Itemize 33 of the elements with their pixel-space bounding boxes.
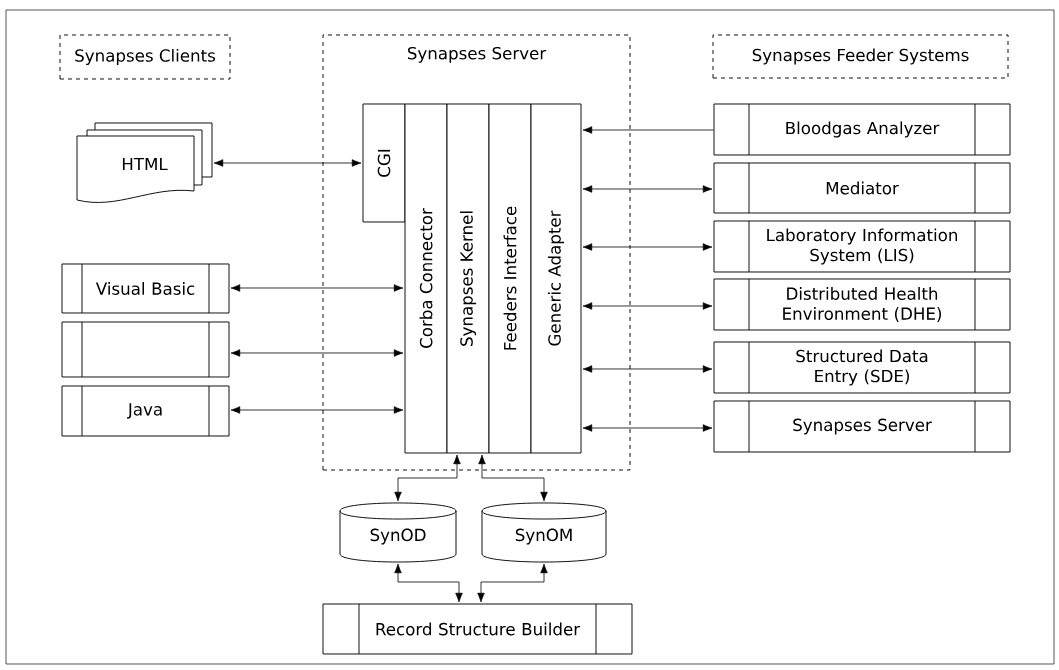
layer-column: Feeders Interface [488,103,532,454]
module-box: Structured Data Entry (SDE) [713,341,1011,394]
arrow [582,302,713,310]
arrow [477,563,548,603]
arrow [394,563,463,603]
arrow [230,284,404,292]
arrow [478,454,548,502]
module-box: Record Structure Builder [322,603,633,655]
module-box: Mediator [713,162,1011,214]
database-cylinder: SynOD [339,502,457,563]
arrow [582,243,713,251]
module-box: Visual Basic [61,263,230,314]
module-box: Distributed Health Environment (DHE) [713,278,1011,331]
arrow [582,365,713,373]
module-box: Laboratory Information System (LIS) [713,220,1011,273]
layer-column: Synapses Kernel [446,103,490,454]
layer-column: CGI [362,103,406,223]
document-stack: HTML [76,122,213,203]
arrow [394,454,461,502]
group-box: Synapses Clients [59,34,231,80]
group-box: Synapses Feeder Systems [712,34,1009,79]
module-box: Synapses Server [713,400,1011,453]
arrow [230,406,404,414]
arrow [582,185,713,193]
arrow [230,349,404,357]
arrow [582,424,713,432]
arrow [582,126,714,134]
arrow [213,159,362,167]
module-box [61,321,230,378]
module-box: Java [61,385,230,437]
database-cylinder: SynOM [481,502,607,563]
layer-column: Generic Adapter [530,103,582,454]
module-box: Bloodgas Analyzer [713,103,1011,156]
